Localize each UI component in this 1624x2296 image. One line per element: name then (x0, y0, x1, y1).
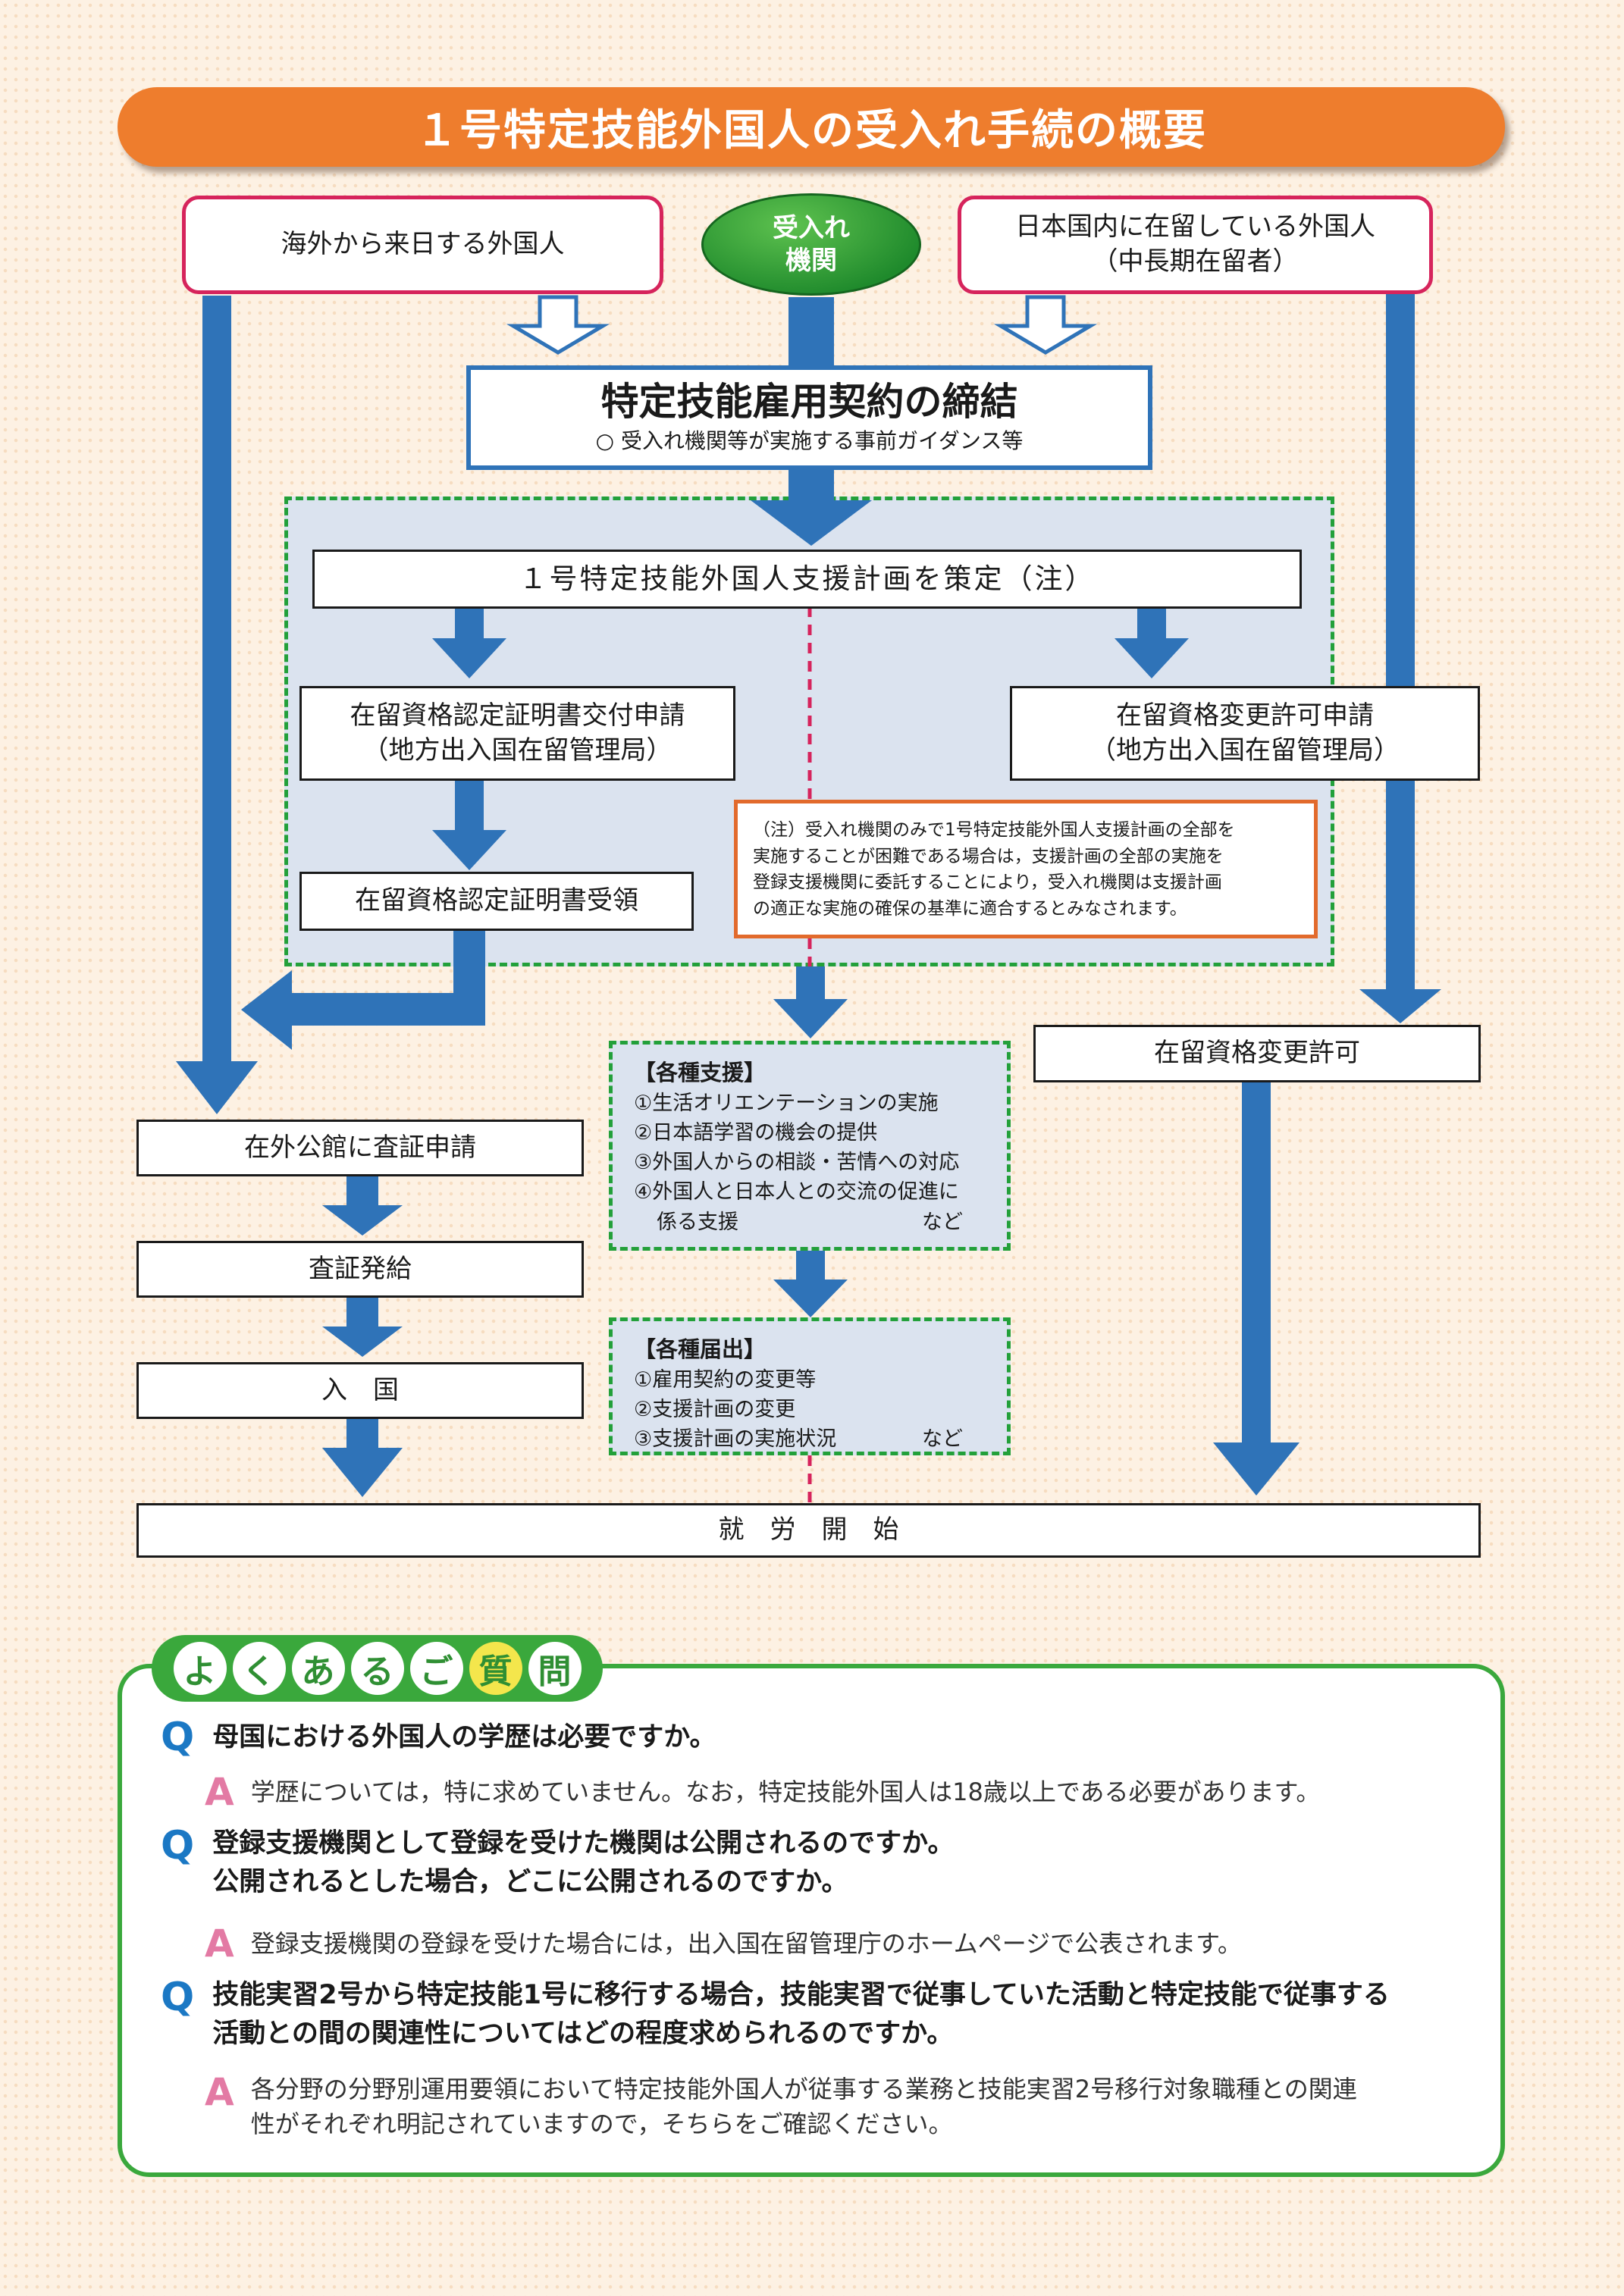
a3-text-line1: 各分野の分野別運用要領において特定技能外国人が従事する業務と技能実習2号移行対象… (250, 2075, 1357, 2103)
a-mark: A (205, 1770, 234, 1814)
arrow-visa-apply-to-issue (322, 1176, 403, 1236)
a3-text-line2: 性がそれぞれ明記されていますので，そちらをご確認ください。 (250, 2110, 953, 2139)
note-box: （注）受入れ機関のみで1号特定技能外国人支援計画の全部を 実施することが困難であ… (734, 800, 1318, 938)
status-change-application-line2: （地方出入国在留管理局） (1090, 735, 1400, 766)
filing-etc: など (922, 1427, 963, 1452)
entry-label: 入 国 (321, 1374, 399, 1405)
host-organization-oval: 受入れ 機関 (701, 193, 921, 296)
visa-application-box: 在外公館に査証申請 (136, 1120, 584, 1176)
coe-receipt-box: 在留資格認定証明書受領 (299, 872, 694, 931)
q3-text-line1: 技能実習2号から特定技能1号に移行する場合，技能実習で従事していた活動と特定技能… (212, 1980, 1390, 2010)
faq-title-char: あ (291, 1642, 345, 1695)
arrow-plan-to-change (1115, 606, 1189, 678)
support-plan-box: １号特定技能外国人支援計画を策定（注） (312, 550, 1302, 609)
q1-text: 母国における外国人の学歴は必要ですか。 (212, 1721, 716, 1753)
support-item-5: 係る支援 (657, 1210, 738, 1234)
a-mark: A (205, 2070, 234, 2114)
q2-text-line1: 登録支援機関として登録を受けた機関は公開されるのですか。 (212, 1828, 955, 1859)
coe-receipt-label: 在留資格認定証明書受領 (355, 885, 638, 916)
status-change-permit-label: 在留資格変更許可 (1154, 1038, 1360, 1069)
host-label-line1: 受入れ (773, 213, 850, 243)
coe-application-line2: （地方出入国在留管理局） (362, 735, 672, 766)
contract-subtitle: ○ 受入れ機関等が実施する事前ガイダンス等 (595, 428, 1024, 453)
q-mark: Q (161, 1975, 195, 2020)
faq-title-char: 質 (469, 1642, 522, 1695)
faq-q3: Q 技能実習2号から特定技能1号に移行する場合，技能実習で従事していた活動と特定… (161, 1975, 1495, 2053)
filing-item-3: ③支援計画の実施状況 (634, 1427, 837, 1452)
contract-title: 特定技能雇用契約の締結 (600, 380, 1018, 424)
arrow-plan-to-coe (432, 606, 506, 678)
domestic-label-line1: 日本国内に在留している外国人 (1015, 211, 1375, 243)
faq-a1: A 学歴については，特に求めていません。なお，特定技能外国人は18歳以上である必… (205, 1770, 1494, 1814)
faq-title-char: ご (409, 1642, 463, 1695)
note-line1: （注）受入れ機関のみで1号特定技能外国人支援計画の全部を (753, 820, 1235, 840)
visa-issuance-label: 査証発給 (309, 1253, 412, 1284)
filing-item-1: ①雇用契約の変更等 (634, 1368, 817, 1392)
arrow-visa-issue-to-entry (322, 1298, 403, 1357)
note-line4: の適正な実施の確保の基準に適合するとみなされます。 (753, 898, 1187, 919)
filing-box: 【各種届出】 ①雇用契約の変更等 ②支援計画の変更 ③支援計画の実施状況 など (609, 1317, 1011, 1455)
support-item-3: ③外国人からの相談・苦情への対応 (634, 1151, 960, 1175)
domestic-foreigner-box: 日本国内に在留している外国人 （中長期在留者） (958, 196, 1433, 294)
note-line2: 実施することが困難である場合は，支援計画の全部の実施を (753, 846, 1224, 866)
arrow-to-support (773, 966, 848, 1038)
support-item-2: ②日本語学習の機会の提供 (634, 1121, 878, 1145)
arrow-entry-to-work (322, 1419, 403, 1497)
a2-text: 登録支援機関の登録を受けた場合には，出入国在留管理庁のホームページで公表されます… (250, 1928, 1242, 1958)
support-plan-label: １号特定技能外国人支援計画を策定（注） (519, 562, 1096, 596)
support-item-4: ④外国人と日本人との交流の促進に (634, 1180, 959, 1204)
coe-application-box: 在留資格認定証明書交付申請 （地方出入国在留管理局） (299, 686, 735, 781)
hollow-arrow-left (506, 295, 610, 355)
faq-a3: A 各分野の分野別運用要領において特定技能外国人が従事する業務と技能実習2号移行… (205, 2072, 1494, 2142)
status-change-application-line1: 在留資格変更許可申請 (1116, 700, 1374, 731)
support-title: 【各種支援】 (634, 1060, 767, 1085)
faq-q1: Q 母国における外国人の学歴は必要ですか。 (161, 1715, 1480, 1760)
filing-item-2: ②支援計画の変更 (634, 1398, 796, 1422)
note-line3: 登録支援機関に委託することにより，受入れ機関は支援計画 (753, 872, 1222, 892)
q-mark: Q (161, 1715, 195, 1760)
host-label-line2: 機関 (785, 245, 837, 276)
faq-title-char: 問 (528, 1642, 582, 1695)
visa-application-label: 在外公館に査証申請 (244, 1132, 476, 1163)
filing-title: 【各種届出】 (634, 1336, 767, 1362)
q3-text-line2: 活動との間の関連性についてはどの程度求められるのですか。 (212, 2018, 954, 2049)
support-item-1: ①生活オリエンテーションの実施 (634, 1092, 939, 1116)
coe-application-line1: 在留資格認定証明書交付申請 (350, 700, 685, 731)
support-etc: など (922, 1210, 963, 1234)
overseas-foreigner-label: 海外から来日する外国人 (281, 229, 565, 260)
visa-issuance-box: 査証発給 (136, 1241, 584, 1298)
contract-box: 特定技能雇用契約の締結 ○ 受入れ機関等が実施する事前ガイダンス等 (466, 365, 1152, 470)
faq-a2: A 登録支援機関の登録を受けた場合には，出入国在留管理庁のホームページで公表され… (205, 1922, 1494, 1966)
arrow-domestic-down (1359, 292, 1441, 1023)
start-work-label: 就 労 開 始 (718, 1514, 899, 1546)
support-box: 【各種支援】 ①生活オリエンテーションの実施 ②日本語学習の機会の提供 ③外国人… (609, 1041, 1011, 1251)
faq-title-char: る (350, 1642, 404, 1695)
entry-box: 入 国 (136, 1362, 584, 1419)
status-change-permit-box: 在留資格変更許可 (1033, 1025, 1481, 1082)
q2-text-line2: 公開されるとした場合，どこに公開されるのですか。 (212, 1866, 848, 1897)
faq-title-char: よ (173, 1642, 227, 1695)
a1-text: 学歴については，特に求めていません。なお，特定技能外国人は18歳以上である必要が… (250, 1777, 1321, 1806)
q-mark: Q (161, 1823, 195, 1868)
page-title: １号特定技能外国人の受入れ手続の概要 (118, 87, 1505, 167)
status-change-application-box: 在留資格変更許可申請 （地方出入国在留管理局） (1010, 686, 1480, 781)
domestic-label-line2: （中長期在留者） (1092, 246, 1299, 277)
faq-title: よ く あ る ご 質 問 (152, 1635, 603, 1702)
start-work-box: 就 労 開 始 (136, 1503, 1481, 1558)
arrow-receive-to-left (241, 931, 485, 1050)
arrow-coe-to-receive (432, 781, 506, 870)
hollow-arrow-right (993, 295, 1098, 355)
faq-q2: Q 登録支援機関として登録を受けた機関は公開されるのですか。 公開されるとした場… (161, 1823, 1480, 1902)
overseas-foreigner-box: 海外から来日する外国人 (182, 196, 663, 294)
arrow-change-to-work (1213, 1082, 1300, 1496)
arrow-host-down (751, 297, 872, 546)
faq-title-char: く (232, 1642, 286, 1695)
arrow-overseas-down (176, 296, 258, 1114)
arrow-support-to-filing (773, 1251, 848, 1317)
faq-panel (118, 1664, 1505, 2177)
a-mark: A (205, 1922, 234, 1966)
